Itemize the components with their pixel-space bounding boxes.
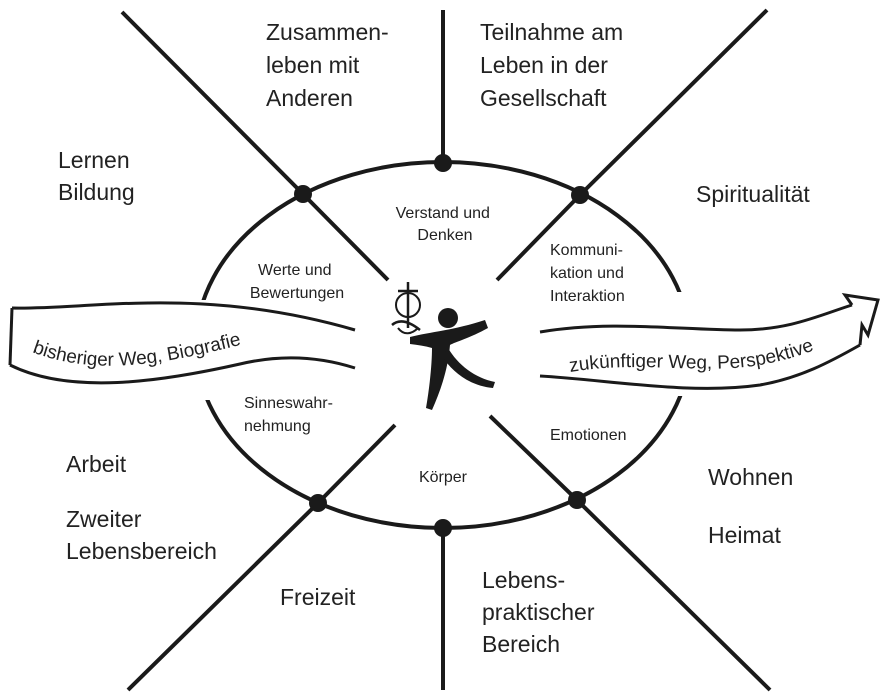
label-zusammenleben: Zusammen- leben mit Anderen (266, 19, 395, 111)
label-koerper: Körper (419, 469, 468, 486)
node-dot-bottom-right (568, 491, 586, 509)
spoke-bottom-left-inner (316, 423, 397, 505)
label-spiritualitaet: Spiritualität (696, 181, 810, 207)
spoke-bottom-right (575, 498, 772, 692)
spoke-bottom-left (126, 501, 320, 692)
label-teilnahme: Teilnahme am Leben in der Gesellschaft (480, 19, 630, 111)
node-dot-bottom (434, 519, 452, 537)
label-freizeit: Freizeit (280, 584, 356, 610)
label-kommunikation-interaktion: Kommuni- kation und Interaktion (550, 242, 628, 305)
person-with-cross-logo (391, 282, 495, 410)
label-zweiter-lebensbereich: Zweiter Lebensbereich (66, 506, 217, 564)
label-lernen-bildung: Lernen Bildung (58, 147, 136, 205)
spoke-top-left-inner (301, 192, 390, 282)
spoke-top-right (578, 8, 769, 197)
node-dot-bottom-left (309, 494, 327, 512)
label-verstand-denken: Verstand und Denken (396, 205, 495, 244)
label-emotionen: Emotionen (550, 427, 627, 444)
label-wohnen: Wohnen (708, 464, 793, 490)
label-werte-bewertungen: Werte und Bewertungen (250, 262, 344, 302)
spoke-bottom-right-inner (488, 414, 579, 502)
node-dot-top-right (571, 186, 589, 204)
label-arbeit: Arbeit (66, 451, 127, 477)
node-dot-top (434, 154, 452, 172)
future-path-band: zukünftiger Weg, Perspektive (539, 292, 885, 396)
label-heimat: Heimat (708, 522, 781, 548)
spoke-top-right-inner (495, 193, 582, 282)
label-sinneswahrnehmung: Sinneswahr- nehmung (244, 395, 337, 435)
node-dot-top-left (294, 185, 312, 203)
past-path-band: bisheriger Weg, Biografie (0, 300, 360, 400)
label-lebenspraktischer-bereich: Lebens- praktischer Bereich (482, 567, 601, 657)
spoke-top-left (120, 10, 305, 196)
